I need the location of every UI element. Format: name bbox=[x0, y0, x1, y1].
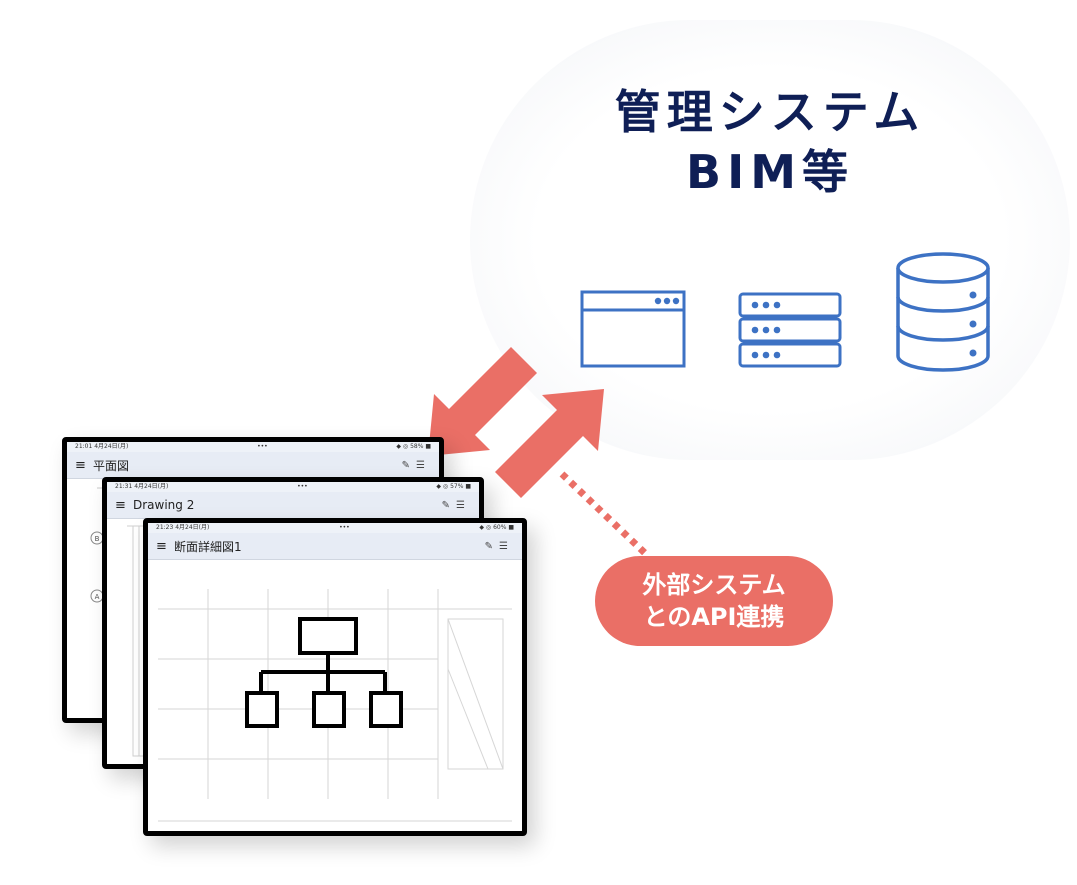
status-battery: ◆ ◎ 58% ■ bbox=[396, 443, 431, 450]
status-bar: 21:01 4月24日(月) ••• ◆ ◎ 58% ■ bbox=[67, 442, 439, 452]
api-connector-dotted-line bbox=[559, 471, 651, 559]
drawing-title: 平面図 bbox=[93, 458, 130, 473]
status-time: 21:23 4月24日(月) bbox=[156, 524, 210, 531]
status-time: 21:01 4月24日(月) bbox=[75, 443, 129, 450]
api-integration-line1: 外部システム bbox=[642, 571, 786, 599]
arrow-to-tablets bbox=[428, 347, 537, 456]
drawing-title: 断面詳細図1 bbox=[174, 539, 242, 554]
hierarchy-diagram-icon bbox=[245, 617, 403, 728]
grid-marker-b-label: B bbox=[95, 535, 100, 543]
api-integration-line2: とのAPI連携 bbox=[643, 603, 785, 631]
status-battery: ◆ ◎ 57% ■ bbox=[436, 483, 471, 490]
menu-icon[interactable]: ≡ bbox=[115, 497, 126, 513]
status-battery: ◆ ◎ 60% ■ bbox=[479, 524, 514, 531]
section-detail-drawing-sheet bbox=[158, 589, 512, 822]
status-time: 21:31 4月24日(月) bbox=[115, 483, 169, 490]
tablet-section-detail: 21:23 4月24日(月) ••• ◆ ◎ 60% ■ ≡ 断面詳細図1 ✎☰ bbox=[143, 518, 527, 836]
drawing-title: Drawing 2 bbox=[133, 498, 195, 512]
app-header: ≡ Drawing 2 ✎☰ bbox=[107, 492, 479, 519]
server-stack-icon bbox=[738, 292, 842, 368]
app-header: ≡ 平面図 ✎☰ bbox=[67, 452, 439, 479]
menu-icon[interactable]: ≡ bbox=[75, 457, 86, 473]
pencil-icon[interactable]: ✎ bbox=[401, 459, 417, 471]
status-bar: 21:23 4月24日(月) ••• ◆ ◎ 60% ■ bbox=[148, 523, 522, 533]
system-title-line2: BIM等 bbox=[686, 145, 854, 199]
grid-marker-a-label: A bbox=[95, 593, 100, 601]
list-icon[interactable]: ☰ bbox=[499, 540, 514, 552]
database-icon bbox=[896, 252, 990, 372]
api-integration-badge: 外部システム とのAPI連携 bbox=[595, 556, 833, 646]
status-dots: ••• bbox=[297, 483, 308, 490]
status-dots: ••• bbox=[339, 524, 350, 531]
browser-window-icon bbox=[580, 290, 686, 368]
pencil-icon[interactable]: ✎ bbox=[484, 540, 500, 552]
pencil-icon[interactable]: ✎ bbox=[441, 499, 457, 511]
system-cloud-background bbox=[470, 20, 1070, 460]
list-icon[interactable]: ☰ bbox=[456, 499, 471, 511]
list-icon[interactable]: ☰ bbox=[416, 459, 431, 471]
system-title: 管理システム BIM等 bbox=[560, 82, 980, 202]
status-dots: ••• bbox=[257, 443, 268, 450]
menu-icon[interactable]: ≡ bbox=[156, 538, 167, 554]
app-header: ≡ 断面詳細図1 ✎☰ bbox=[148, 533, 522, 560]
status-bar: 21:31 4月24日(月) ••• ◆ ◎ 57% ■ bbox=[107, 482, 479, 492]
system-title-line1: 管理システム bbox=[614, 85, 926, 139]
arrow-to-system bbox=[495, 389, 604, 498]
